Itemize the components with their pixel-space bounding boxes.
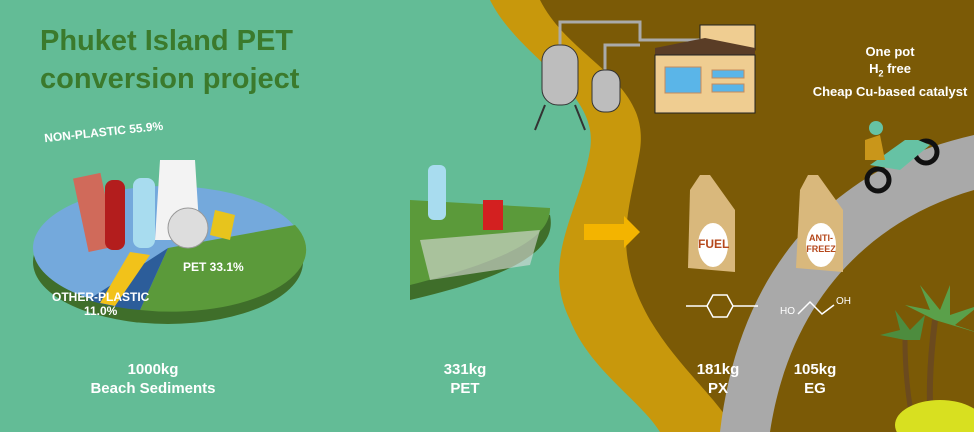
page-title: Phuket Island PET conversion project — [40, 22, 299, 98]
arrow-icon — [584, 216, 640, 248]
pet-pile — [410, 165, 551, 300]
ho-label: HO — [780, 306, 795, 317]
antifreeze-line: ANTI- — [809, 233, 833, 243]
free-text: free — [883, 61, 911, 76]
road — [720, 135, 974, 432]
h-text: H — [869, 61, 879, 76]
fuel-jug — [688, 175, 735, 272]
stage-name: Beach Sediments — [90, 380, 216, 397]
other-plastic-name: OTHER-PLASTIC — [52, 290, 150, 304]
motorbike-illustration — [864, 121, 940, 194]
stage-amount: 1000kg — [127, 361, 179, 378]
stage-px: 181kg PX — [688, 360, 748, 398]
stage-name: PX — [707, 380, 728, 397]
stage-beach-sediments: 1000kg Beach Sediments — [78, 360, 228, 398]
stage-name: EG — [804, 380, 826, 397]
stage-amount: 105kg — [793, 361, 837, 378]
px-molecule — [686, 294, 758, 318]
palm-tree-illustration — [880, 285, 974, 432]
antifreeze-label: ANTI- FREEZ — [806, 233, 836, 255]
subscript-2: 2 — [878, 68, 884, 79]
oh-label: OH — [836, 296, 851, 307]
stage-amount: 181kg — [696, 361, 740, 378]
condition-h2-free: H2 free — [800, 60, 974, 83]
pet-label: PET 33.1% — [183, 260, 244, 274]
title-line: conversion project — [40, 63, 300, 95]
other-plastic-value: 11.0% — [83, 304, 118, 318]
stage-amount: 331kg — [443, 361, 487, 378]
reaction-conditions: One pot H2 free Cheap Cu-based catalyst — [800, 43, 974, 100]
stage-name: PET — [450, 380, 480, 397]
condition-catalyst: Cheap Cu-based catalyst — [812, 83, 968, 99]
title-line: Phuket Island PET — [40, 25, 293, 57]
condition-one-pot: One pot — [865, 44, 915, 59]
fuel-label: FUEL — [698, 237, 730, 251]
other-plastic-label: OTHER-PLASTIC 11.0% — [52, 290, 149, 318]
eg-molecule — [797, 300, 835, 315]
reactor-illustration — [534, 20, 700, 131]
stage-eg: 105kg EG — [785, 360, 845, 398]
stage-pet: 331kg PET — [435, 360, 495, 398]
antifreeze-line: FREEZ — [806, 244, 836, 254]
pie-chart — [33, 160, 307, 324]
antifreeze-jug — [796, 175, 843, 272]
factory-illustration — [654, 24, 756, 114]
